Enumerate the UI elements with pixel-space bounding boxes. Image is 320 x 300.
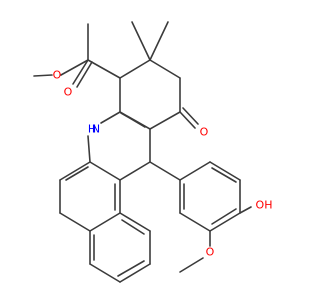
bond <box>239 206 252 214</box>
bond <box>209 161 241 181</box>
ester-ether-oxygen-label: O <box>53 69 62 82</box>
bond <box>179 111 196 129</box>
bond-lines <box>33 21 252 283</box>
amine-nitrogen-label: N <box>92 123 100 136</box>
bond <box>131 21 151 61</box>
bond <box>119 212 151 232</box>
atom-labels: O O H N O OH O <box>53 69 273 259</box>
bond <box>149 161 181 181</box>
hydroxyl-label: OH <box>256 199 273 212</box>
bond <box>76 61 93 88</box>
bond <box>209 212 241 232</box>
bond <box>87 135 91 163</box>
bond <box>211 167 237 183</box>
bond <box>65 166 89 181</box>
bond <box>179 161 211 181</box>
bond <box>59 161 91 181</box>
bond <box>87 59 121 79</box>
bond <box>89 212 121 232</box>
methoxy-oxygen-label: O <box>206 246 215 259</box>
bond <box>179 212 211 232</box>
bond <box>149 59 181 79</box>
ester-carbonyl-oxygen-label: O <box>64 86 73 99</box>
bond <box>179 257 204 273</box>
bond <box>33 74 53 77</box>
bond <box>119 59 151 79</box>
molecule-structure: O O H N O OH O <box>33 21 273 283</box>
bond <box>72 59 89 85</box>
bond <box>89 161 121 181</box>
bond <box>119 263 151 283</box>
bond <box>89 263 121 283</box>
ketone-oxygen-label: O <box>200 126 209 139</box>
bond <box>182 107 199 125</box>
bond <box>119 161 151 181</box>
bond <box>149 21 169 61</box>
bond <box>149 111 181 130</box>
bond <box>117 260 145 277</box>
bond <box>100 111 121 124</box>
amine-hydrogen-label: H <box>88 123 96 136</box>
bond <box>121 219 145 235</box>
bond <box>211 208 237 225</box>
bond <box>60 59 89 76</box>
bond <box>120 112 146 128</box>
bond <box>59 212 91 232</box>
